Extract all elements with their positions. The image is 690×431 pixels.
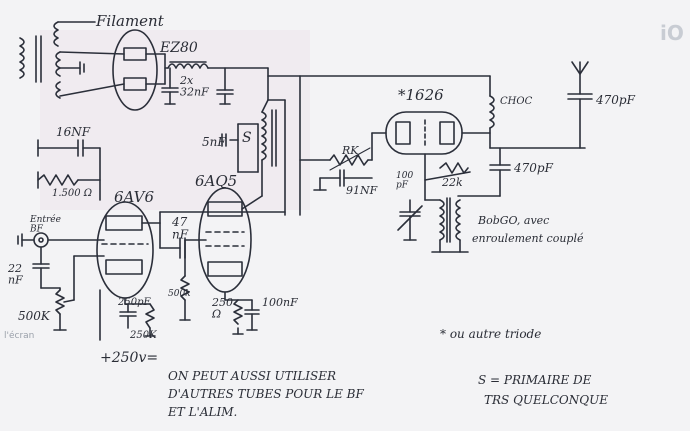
label-ez80: EZ80 (159, 40, 198, 56)
input-jack-bf (17, 232, 105, 289)
label-cap-470pf-top: 470pF (595, 93, 636, 107)
label-6av6: 6AV6 (114, 188, 154, 206)
label-6aq5: 6AQ5 (195, 172, 237, 190)
grid-network-rk-91nf (299, 132, 373, 191)
output-transformer-s (221, 99, 277, 197)
corner-mark: iO (660, 21, 684, 45)
label-cap-16nf: 16NF (56, 125, 91, 139)
label-cap-470pf-mid: 470pF (513, 161, 554, 175)
antenna-and-470pf (567, 61, 593, 149)
rf-choke (489, 95, 586, 149)
label-res-250k: 250K (129, 330, 157, 341)
label-plus-250v: +250v= (100, 350, 158, 366)
ht-supply-rail (267, 67, 491, 216)
preamp-tube-6av6 (96, 201, 286, 299)
note-bf-line1: ON PEUT AUSSI UTILISER (168, 369, 336, 383)
note-s-line1: S = PRIMAIRE DE (478, 373, 592, 387)
preamp-cathode-network (99, 289, 156, 341)
oscillator-tube-1626 (371, 111, 491, 201)
label-res-rk: RK (341, 144, 359, 157)
note-s-line2: TRS QUELCONQUE (484, 393, 608, 407)
rectifier-tube-ez80 (59, 29, 166, 111)
label-choke: CHOC (500, 96, 533, 107)
power-transformer (19, 21, 96, 99)
label-cap-250pf: 250pF (117, 297, 151, 308)
note-triode: * ou autre triode (440, 327, 541, 341)
note-bf-line3: ET L'ALIM. (167, 405, 237, 419)
note-bf-line2: D'AUTRES TUBES POUR LE BF (167, 387, 365, 401)
label-filament: Filament (95, 12, 165, 30)
coil-note-line1: BobGO, avec (477, 214, 549, 227)
label-res-22k: 22k (441, 176, 463, 189)
coil-note-line2: enroulement couplé (472, 232, 584, 245)
volume-potentiometer-500k (40, 255, 105, 331)
label-cap-100nf: 100nF (262, 296, 298, 309)
label-cap-91nf: 91NF (346, 184, 378, 197)
label-res-1500: 1.500 Ω (52, 188, 92, 199)
resonant-coil-bobgo (397, 162, 471, 253)
filter-choke (164, 61, 269, 69)
label-s-mark: S (242, 130, 252, 146)
output-tube-6aq5 (198, 187, 263, 301)
decoupling-16nf-1500 (37, 139, 101, 201)
capacitor-470pf-mid (457, 147, 511, 197)
side-text-ecran: l'écran (4, 330, 34, 341)
label-cap-5nf: 5nF (202, 135, 226, 149)
label-1626: *1626 (398, 86, 444, 104)
label-res-500k: 500K (18, 309, 51, 323)
paper-smudge (40, 30, 310, 210)
filter-capacitors (161, 67, 234, 105)
coupling-capacitor-47nf (159, 237, 186, 259)
label-res-500k-b: 500k (168, 289, 191, 299)
